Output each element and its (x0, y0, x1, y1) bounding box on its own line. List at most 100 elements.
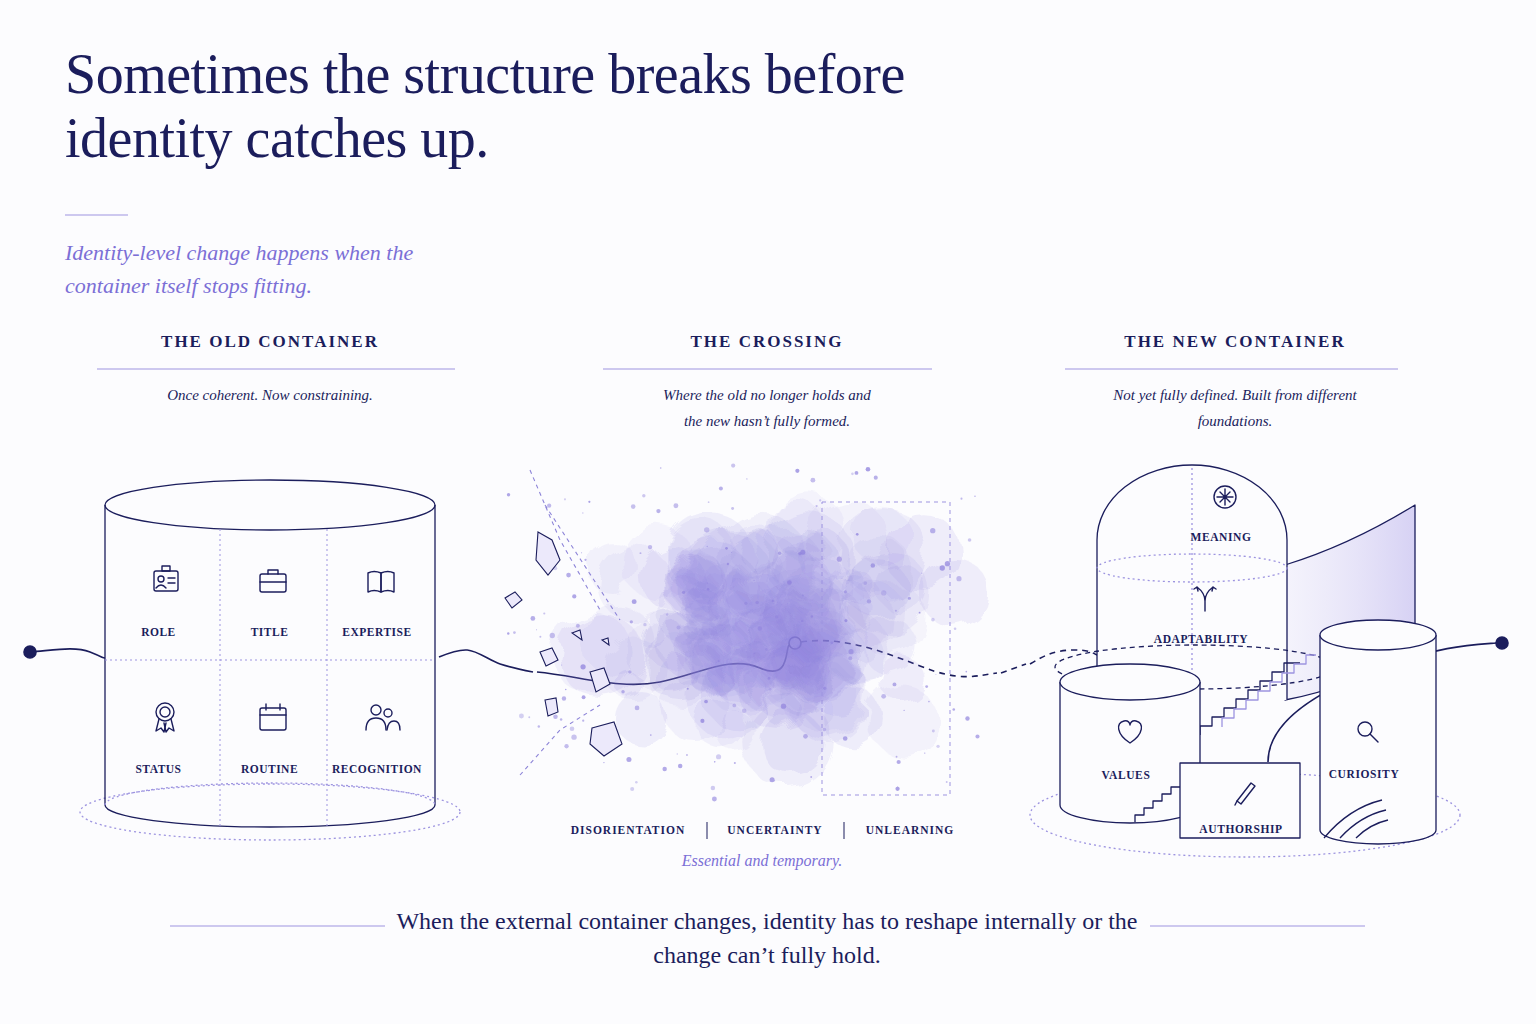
splatter-dot (566, 573, 571, 578)
splatter-dot (588, 501, 590, 503)
flow-connector (439, 650, 533, 672)
splatter-dot (945, 561, 950, 566)
book-icon (368, 572, 394, 593)
phase-label: UNLEARNING (866, 824, 955, 836)
node-text: Not yet fully defined. Built from differ… (1110, 382, 1360, 434)
splatter-dot (650, 734, 652, 736)
splatter-dot (801, 620, 803, 622)
splatter-dot (560, 718, 562, 720)
splatter-dot (731, 507, 734, 510)
splatter-dot (940, 565, 945, 570)
splatter-dot (635, 781, 638, 784)
heart-icon (1119, 721, 1142, 743)
identity-cell: EXPERTISE (323, 530, 431, 660)
curiosity-cylinder (1320, 620, 1436, 844)
splatter-dot (582, 512, 584, 514)
node-heading: EXPERTISE (323, 615, 431, 642)
splatter-dot (795, 469, 799, 473)
identity-cell: RECOGNITION (323, 660, 431, 805)
splatter-dot (706, 546, 707, 547)
splatter-dot (770, 777, 775, 782)
splatter-dot (928, 701, 930, 703)
splatter-dot (819, 499, 821, 501)
phase-label: DISORIENTATION (571, 824, 686, 836)
splatter-dot (621, 690, 624, 693)
node-text: Where the old no longer holds and the ne… (656, 382, 878, 434)
splatter-dot (874, 476, 878, 480)
splatter-dot (630, 620, 633, 623)
splatter-dot (682, 591, 685, 594)
splatter-dot (800, 550, 805, 555)
subtitle: Identity-level change happens when the c… (65, 236, 445, 302)
splatter-dot (844, 590, 847, 593)
node-heading: STATUS (101, 752, 216, 779)
cloud-blot (730, 623, 765, 658)
node-heading: ROUTINE (216, 752, 323, 779)
splatter-dot (547, 504, 551, 508)
splatter-dot (895, 787, 899, 791)
splatter-dot (758, 626, 762, 630)
magnifier-icon (1358, 722, 1378, 742)
foundation-tag: MEANING (1186, 518, 1255, 549)
identity-cell: STATUS (101, 660, 216, 805)
splatter-dot (867, 599, 871, 603)
splatter-dot (643, 623, 646, 626)
splatter-dot (772, 600, 774, 602)
splatter-dot (712, 797, 717, 802)
splatter-dot (956, 576, 961, 581)
splatter-dot (755, 601, 758, 604)
crossing-section: THE CROSSINGWhere the old no longer hold… (533, 325, 1001, 795)
splatter-dot (863, 581, 867, 585)
split-arrow-icon (1194, 587, 1216, 611)
cloud-blot (586, 541, 638, 593)
container-section: THE NEW CONTAINERNot yet fully defined. … (1026, 325, 1444, 845)
splatter-dot (528, 716, 530, 718)
compass-icon (1214, 486, 1236, 508)
old-container-cylinder (80, 480, 460, 840)
splatter-dot (843, 736, 848, 741)
badge-icon (154, 566, 178, 591)
splatter-dot (851, 473, 854, 476)
splatter-dot (921, 573, 922, 574)
splatter-dot (823, 728, 826, 731)
splatter-dot (811, 615, 813, 617)
splatter-dot (768, 677, 771, 680)
splatter-dot (974, 496, 975, 497)
splatter-dot (810, 776, 812, 778)
splatter-dot (553, 714, 558, 719)
rosette-icon (156, 703, 174, 732)
splatter-dot (704, 527, 709, 532)
pen-icon (1235, 783, 1255, 805)
splatter-dot (960, 498, 962, 500)
splatter-dot (769, 688, 772, 691)
values-cylinder (1060, 664, 1200, 823)
splatter-dot (810, 478, 815, 483)
node-heading: ADAPTABILITY (1154, 622, 1249, 649)
foundation-tag: VALUES (1098, 756, 1155, 787)
splatter-dot (700, 719, 704, 723)
splatter-dot (734, 762, 736, 764)
splatter-dot (536, 629, 537, 630)
splatter-dot (908, 597, 911, 600)
splatter-dot (731, 552, 732, 553)
splatter-dot (823, 687, 826, 690)
crossing-separators (707, 822, 844, 839)
splatter-dot (704, 700, 708, 704)
flow-connector (1001, 664, 1026, 673)
splatter-dot (856, 533, 859, 536)
splatter-dot (903, 710, 904, 711)
splatter-dot (924, 753, 925, 754)
new-container-structure (1030, 465, 1460, 857)
splatter-dot (742, 708, 747, 713)
old-container-icons (154, 566, 400, 732)
calendar-icon (260, 704, 286, 730)
identity-cell: ROUTINE (216, 660, 323, 805)
splatter-dot (925, 685, 928, 688)
node-heading: CURIOSITY (1329, 757, 1400, 784)
cloud-blot (640, 623, 665, 648)
splatter-dot (765, 648, 767, 650)
cloud-blot (559, 613, 644, 698)
foundation-tag: ADAPTABILITY (1150, 620, 1253, 651)
splatter-dot (513, 631, 516, 634)
splatter-dot (965, 716, 969, 720)
